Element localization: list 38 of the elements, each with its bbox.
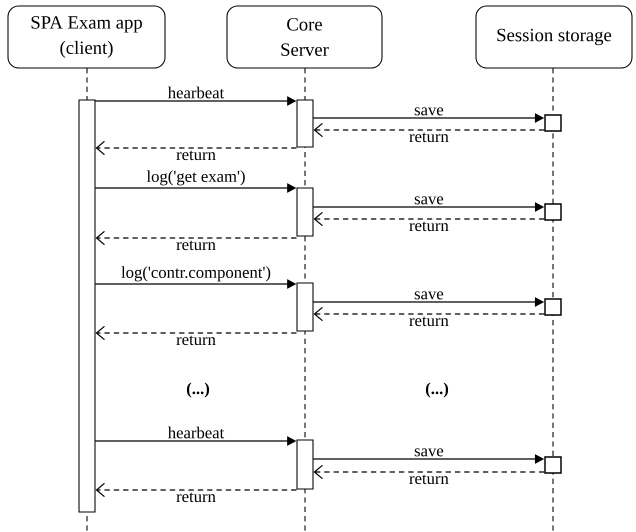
- arrow: [314, 122, 544, 138]
- activation-bar: [296, 439, 314, 490]
- arrow: [96, 482, 296, 498]
- activation-bar: [296, 282, 314, 332]
- edge-label: save: [414, 196, 444, 204]
- arrow: [314, 464, 544, 480]
- edge-label: log('contr.component'): [121, 266, 270, 282]
- edge-label: save: [414, 107, 444, 116]
- edge-label: hearbeat: [168, 426, 224, 438]
- activation-box: [544, 456, 562, 474]
- activation-box: [544, 203, 562, 221]
- activation-bar: [296, 99, 314, 148]
- edge-label: return: [409, 222, 449, 232]
- ellipsis-label: (...): [426, 382, 448, 398]
- edge-label: hearbeat: [168, 86, 224, 98]
- edge-label: return: [176, 240, 216, 250]
- activation-bar: [296, 187, 314, 237]
- arrow: [96, 140, 296, 156]
- arrow: [314, 306, 544, 322]
- edge-label: return: [176, 336, 216, 346]
- activation-box: [544, 114, 562, 132]
- arrow: [96, 326, 296, 340]
- activation-bar: [78, 99, 96, 513]
- edge-label: save: [414, 291, 444, 300]
- arrow: [96, 230, 296, 246]
- edge-label: return: [409, 316, 449, 326]
- edge-label: return: [176, 150, 216, 160]
- participant-box: Core Server: [226, 5, 383, 69]
- edge-label: return: [176, 492, 216, 502]
- ellipsis-label: (...): [186, 382, 210, 398]
- edge-label: log('get exam'): [146, 170, 245, 186]
- arrow: [314, 212, 544, 226]
- participant-box: Session storage: [475, 5, 633, 69]
- participant-box: SPA Exam app (client): [7, 5, 166, 69]
- edge-label: save: [414, 448, 444, 456]
- edge-label: return: [409, 132, 449, 142]
- edge-label: return: [409, 474, 449, 484]
- activation-box: [544, 298, 562, 316]
